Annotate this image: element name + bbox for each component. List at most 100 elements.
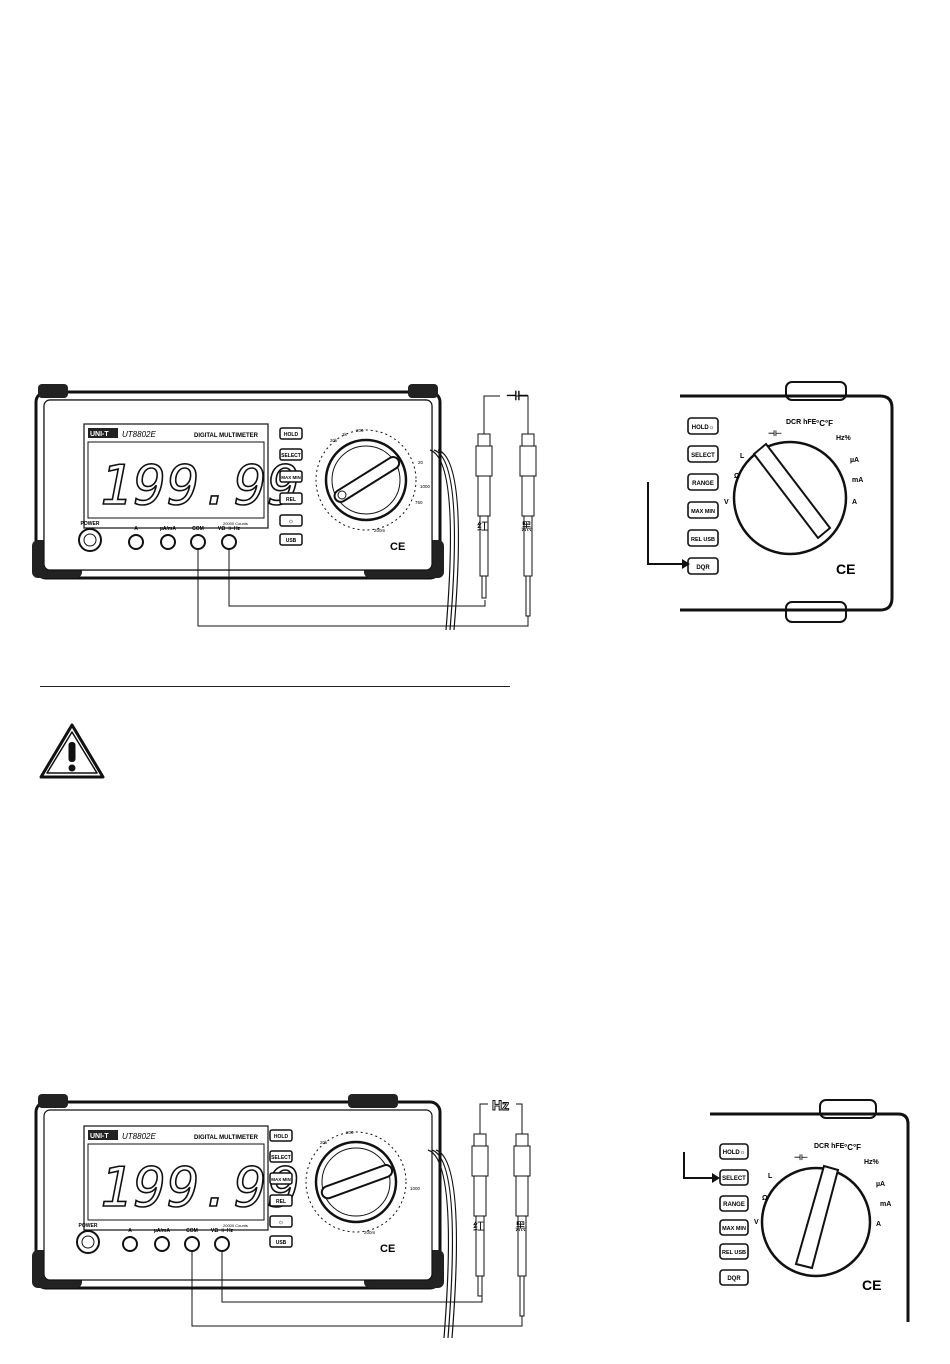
svg-text:UT8802E: UT8802E <box>122 1132 156 1141</box>
button-column-bottom: HOLD SELECT MAX MIN REL ☼ USB <box>269 1129 293 1248</box>
dial-panel-figure-bottom: HOLD☼ SELECT RANGE MAX MIN REL USB DQR ⊣… <box>683 1099 910 1322</box>
backlight-button[interactable] <box>279 514 303 527</box>
svg-text:200: 200 <box>346 1130 354 1135</box>
panel-range-button-bottom[interactable] <box>719 1195 749 1212</box>
dial-label-1000: 1000 <box>420 484 431 489</box>
dial-panel-figure-top: HOLD☼ SELECT RANGE MAX MIN REL USB DQR ⊣… <box>647 381 894 623</box>
panel-dqr-button[interactable] <box>687 557 719 575</box>
select-button-bottom[interactable] <box>269 1150 293 1163</box>
panel-range-button[interactable] <box>687 473 719 491</box>
red-probe[interactable]: 红 <box>475 433 493 599</box>
svg-text:µA/mA: µA/mA <box>160 526 176 532</box>
svg-text:A: A <box>134 526 138 532</box>
lcd-reading: 199.99 <box>100 454 301 517</box>
red-probe-bottom[interactable]: 红 <box>471 1133 489 1297</box>
jack-a[interactable] <box>128 534 144 550</box>
panel-dqr-button-bottom[interactable] <box>719 1269 749 1286</box>
svg-text:20000 Counts: 20000 Counts <box>223 1223 248 1228</box>
counts-label: 20000 Counts <box>223 521 248 526</box>
svg-text:REL: REL <box>276 1199 286 1205</box>
jack-a-bottom[interactable] <box>122 1236 138 1252</box>
rel-button-bottom[interactable] <box>269 1194 293 1207</box>
max-min-button-bottom[interactable] <box>269 1172 293 1185</box>
warning-triangle-icon <box>39 723 105 779</box>
panel-rel-usb-button[interactable] <box>687 529 719 547</box>
rotary-dial[interactable] <box>315 429 417 531</box>
svg-text:⊣⊢: ⊣⊢ <box>768 428 782 438</box>
svg-text:COM: COM <box>192 526 204 532</box>
hz-symbol: Hz <box>492 1097 509 1113</box>
svg-text:红: 红 <box>473 1220 484 1233</box>
svg-text:VΩ⊣⊢Hz: VΩ⊣⊢Hz <box>218 524 241 532</box>
svg-text:µA/mA: µA/mA <box>154 1228 170 1234</box>
hold-button-bottom[interactable] <box>269 1129 293 1142</box>
svg-text:Ω: Ω <box>734 473 740 480</box>
usb-button-bottom[interactable] <box>269 1235 293 1248</box>
black-probe[interactable]: 黑 <box>519 433 537 617</box>
lcd-reading-bottom: 199.99 <box>100 1156 301 1219</box>
svg-text:L: L <box>740 453 745 460</box>
svg-text:COM: COM <box>186 1228 198 1234</box>
svg-text:DCR hFE: DCR hFE <box>786 419 817 426</box>
button-column: HOLD SELECT MAX MIN REL ☼ USB <box>279 427 303 546</box>
jack-com-bottom[interactable] <box>184 1236 200 1252</box>
svg-text:CE: CE <box>380 1243 395 1255</box>
dial-label-20: 20 <box>418 460 424 465</box>
brand-label: UNI-T <box>90 431 109 438</box>
panel-rotary-dial-bottom[interactable] <box>760 1164 872 1278</box>
svg-text:L: L <box>768 1173 773 1180</box>
ce-mark: CE <box>390 541 405 553</box>
panel-rel-usb-button-bottom[interactable] <box>719 1243 749 1260</box>
jack-com[interactable] <box>190 534 206 550</box>
svg-text:V: V <box>754 1219 759 1226</box>
panel-max-min-button-bottom[interactable] <box>719 1219 749 1236</box>
usb-button[interactable] <box>279 533 303 546</box>
svg-text:POWER: POWER <box>79 1223 98 1229</box>
jack-v-ohm-bottom[interactable] <box>214 1236 230 1252</box>
max-min-button[interactable] <box>279 470 303 483</box>
svg-text:µA: µA <box>876 1181 885 1188</box>
pointer-arrow-icon-bottom <box>683 1152 712 1179</box>
svg-text:VΩ⊣⊢Hz: VΩ⊣⊢Hz <box>211 1226 234 1234</box>
jack-ua-ma[interactable] <box>160 534 176 550</box>
svg-text:USB: USB <box>276 1240 287 1246</box>
select-button[interactable] <box>279 448 303 461</box>
svg-text:CE: CE <box>862 1277 881 1293</box>
dial-label-750: 750 <box>415 500 423 505</box>
meter-figure-bottom: UNI-T UT8802E DIGITAL MULTIMETER 199.99 … <box>32 1094 531 1339</box>
svg-text:1000: 1000 <box>410 1186 421 1191</box>
svg-text:HOLD☼: HOLD☼ <box>723 1150 746 1156</box>
svg-text:200m: 200m <box>364 1230 376 1235</box>
svg-text:黑: 黑 <box>515 1220 526 1233</box>
panel-select-button[interactable] <box>687 445 719 463</box>
svg-text:RANGE: RANGE <box>692 481 714 487</box>
svg-text:黑: 黑 <box>521 520 532 533</box>
backlight-button-bottom[interactable] <box>269 1215 293 1228</box>
jack-ua-ma-bottom[interactable] <box>154 1236 170 1252</box>
svg-text:°C°F: °C°F <box>844 1143 861 1152</box>
svg-text:DQR: DQR <box>696 565 710 571</box>
rotary-dial-bottom[interactable] <box>305 1131 407 1233</box>
svg-text:REL: REL <box>286 497 296 503</box>
svg-text:MAX MIN: MAX MIN <box>722 1226 746 1232</box>
model-label: UT8802E <box>122 430 156 439</box>
product-name: DIGITAL MULTIMETER <box>194 433 259 439</box>
panel-buttons-bottom: HOLD☼ SELECT RANGE MAX MIN REL USB DQR <box>719 1143 749 1286</box>
black-probe-bottom[interactable]: 黑 <box>513 1133 531 1317</box>
panel-max-min-button[interactable] <box>687 501 719 519</box>
jack-v-ohm[interactable] <box>221 534 237 550</box>
panel-select-button-bottom[interactable] <box>719 1169 749 1186</box>
section-divider <box>40 686 510 687</box>
svg-text:SELECT: SELECT <box>722 1176 746 1182</box>
panel-hold-button[interactable] <box>687 417 719 435</box>
panel-hold-button-bottom[interactable] <box>719 1143 749 1160</box>
dial-label-200: 200 <box>356 428 364 433</box>
svg-text:SELECT: SELECT <box>271 1155 291 1161</box>
hold-button[interactable] <box>279 427 303 440</box>
svg-text:20k: 20k <box>320 1140 328 1145</box>
panel-rotary-dial[interactable] <box>732 440 848 556</box>
rel-button[interactable] <box>279 492 303 505</box>
power-label: POWER <box>81 521 100 527</box>
svg-text:HOLD: HOLD <box>274 1134 289 1140</box>
svg-text:Ω: Ω <box>762 1195 768 1202</box>
